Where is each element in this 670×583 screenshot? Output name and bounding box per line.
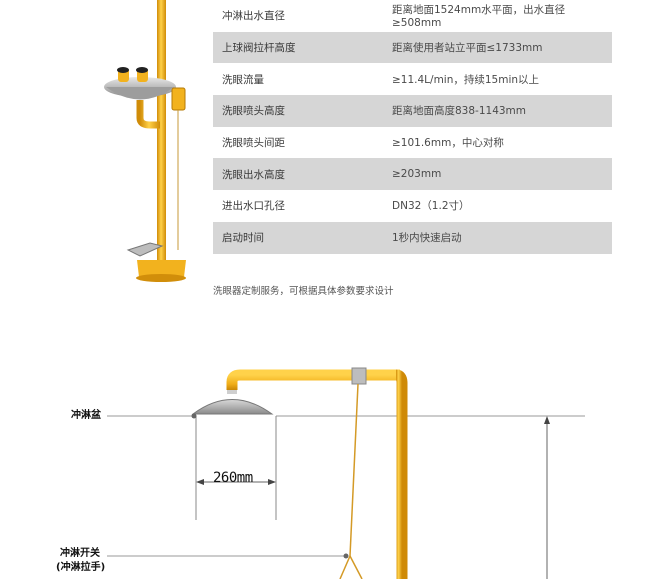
pull-rod: [349, 383, 359, 557]
shower-switch-label: 冲淋开关: [60, 548, 100, 559]
main-pipe: [157, 0, 166, 268]
shower-arm-pipe: [226, 369, 400, 390]
spec-label: 进出水口孔径: [222, 200, 285, 213]
shower-handle-label: (冲淋拉手): [56, 562, 106, 573]
spec-value: 距离地面高度838-1143mm: [392, 105, 527, 118]
spec-label: 洗眼喷头高度: [222, 105, 285, 118]
eyewash-station-photo: [104, 0, 186, 282]
spec-label: 洗眼喷头间距: [222, 137, 285, 150]
spec-value: ≥11.4L/min，持续15min以上: [392, 73, 540, 86]
spec-value: ≥101.6mm，中心对称: [392, 137, 504, 150]
bowl-distance-label: 260mm: [213, 470, 253, 486]
spec-row: 洗眼喷头高度 距离地面高度838-1143mm: [213, 95, 612, 127]
spec-value: ≥203mm: [392, 168, 442, 181]
spec-label: 洗眼流量: [222, 73, 264, 86]
shower-valve: [351, 367, 367, 385]
spec-label: 启动时间: [222, 232, 264, 245]
spec-row: 洗眼出水高度 ≥203mm: [213, 158, 612, 191]
spec-table: 冲淋出水直径 距离地面1524mm水平面，出水直径≥508mm 上球阀拉杆高度 …: [213, 0, 612, 254]
floor-base: [136, 274, 186, 282]
spec-value: 1秒内快速启动: [392, 232, 462, 245]
spec-label: 冲淋出水直径: [222, 10, 285, 23]
spec-row: 冲淋出水直径 距离地面1524mm水平面，出水直径≥508mm: [213, 0, 612, 32]
push-plate: [171, 87, 186, 111]
spec-row: 启动时间 1秒内快速启动: [213, 221, 612, 254]
shower-bowl-label: 冲淋盆: [71, 410, 101, 421]
spec-label: 上球阀拉杆高度: [222, 42, 296, 55]
foot-pedal: [126, 242, 164, 257]
spec-label: 洗眼出水高度: [222, 168, 285, 181]
shower-bowl: [191, 399, 274, 415]
spec-value: 距离地面1524mm水平面，出水直径≥508mm: [392, 4, 566, 30]
spec-row: 上球阀拉杆高度 距离使用者站立平面≤1733mm: [213, 31, 612, 64]
spec-row: 洗眼流量 ≥11.4L/min，持续15min以上: [213, 63, 612, 95]
spec-value: 距离使用者站立平面≤1733mm: [392, 42, 543, 55]
spec-row: 进出水口孔径 DN32（1.2寸）: [213, 190, 612, 222]
spec-value: DN32（1.2寸）: [392, 200, 470, 213]
main-vertical-pipe: [395, 369, 408, 579]
diagram-drawing: [107, 367, 585, 580]
custom-service-note: 洗眼器定制服务，可根据具体参数要求设计: [213, 286, 394, 297]
spec-row: 洗眼喷头间距 ≥101.6mm，中心对称: [213, 127, 612, 159]
dimension-diagram: 冲淋盆 冲淋开关 (冲淋拉手) 260mm: [0, 320, 670, 580]
